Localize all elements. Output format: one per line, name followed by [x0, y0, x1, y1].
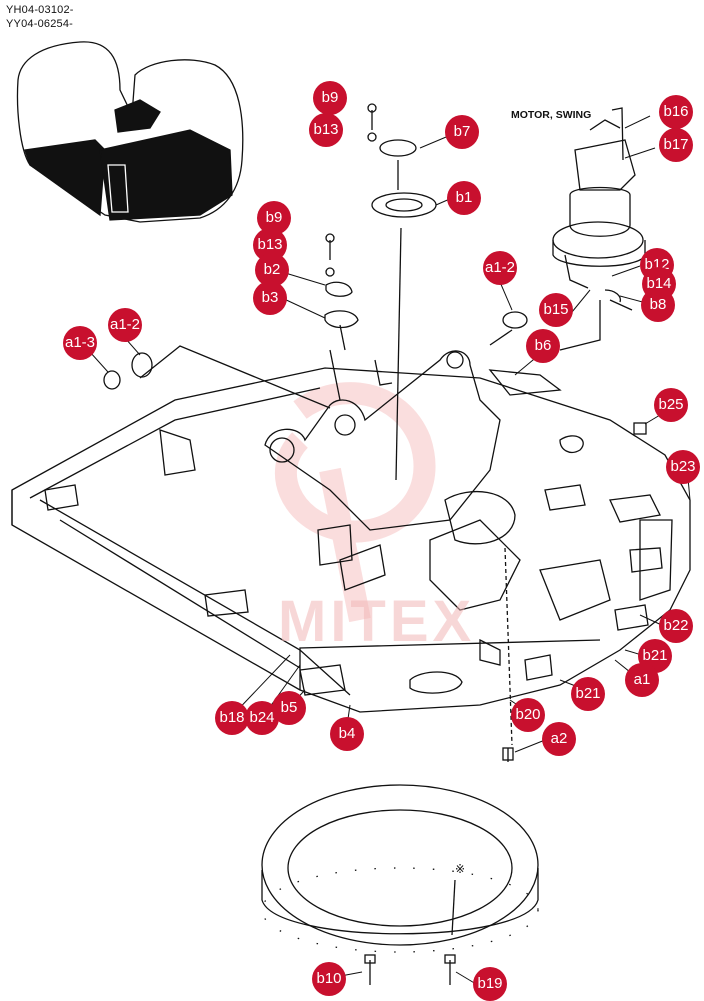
swing-bearing [261, 784, 539, 953]
upper-frame [11, 367, 691, 713]
callout-b9-top[interactable]: b9 [313, 81, 347, 115]
callout-b20[interactable]: b20 [511, 698, 545, 732]
exploded-parts [103, 103, 647, 936]
callout-a2[interactable]: a2 [542, 722, 576, 756]
callout-a1-2-left[interactable]: a1-2 [108, 308, 142, 342]
watermark-text: MITEX [278, 589, 476, 654]
callout-b7[interactable]: b7 [445, 115, 479, 149]
callout-a1-2-right[interactable]: a1-2 [483, 251, 517, 285]
callout-b4[interactable]: b4 [330, 717, 364, 751]
callout-b15[interactable]: b15 [539, 293, 573, 327]
callout-b23[interactable]: b23 [666, 450, 700, 484]
motor-swing-label: MOTOR, SWING [511, 109, 592, 121]
callout-b1[interactable]: b1 [447, 181, 481, 215]
reference-mark: ※ [455, 862, 466, 876]
callout-b17[interactable]: b17 [659, 128, 693, 162]
callout-b13-top[interactable]: b13 [309, 113, 343, 147]
callout-b16[interactable]: b16 [659, 95, 693, 129]
callout-b21-mid[interactable]: b21 [571, 677, 605, 711]
bolts [364, 954, 456, 985]
callout-b18[interactable]: b18 [215, 701, 249, 735]
callout-b6[interactable]: b6 [526, 329, 560, 363]
callout-b10[interactable]: b10 [312, 962, 346, 996]
callout-b5[interactable]: b5 [272, 691, 306, 725]
serial-number-range-2: YY04-06254- [6, 18, 74, 30]
callout-b19[interactable]: b19 [473, 967, 507, 1001]
callout-a1-3[interactable]: a1-3 [63, 326, 97, 360]
callout-b25[interactable]: b25 [654, 388, 688, 422]
serial-number-range-1: YH04-03102- [6, 4, 74, 16]
callout-a1[interactable]: a1 [625, 663, 659, 697]
excavator-thumbnail [16, 41, 244, 223]
callout-b3[interactable]: b3 [253, 281, 287, 315]
swing-motor [552, 107, 646, 311]
callout-b22[interactable]: b22 [659, 609, 693, 643]
callout-b8[interactable]: b8 [641, 288, 675, 322]
boom-bracket [264, 349, 562, 531]
leader-lines [89, 115, 691, 985]
